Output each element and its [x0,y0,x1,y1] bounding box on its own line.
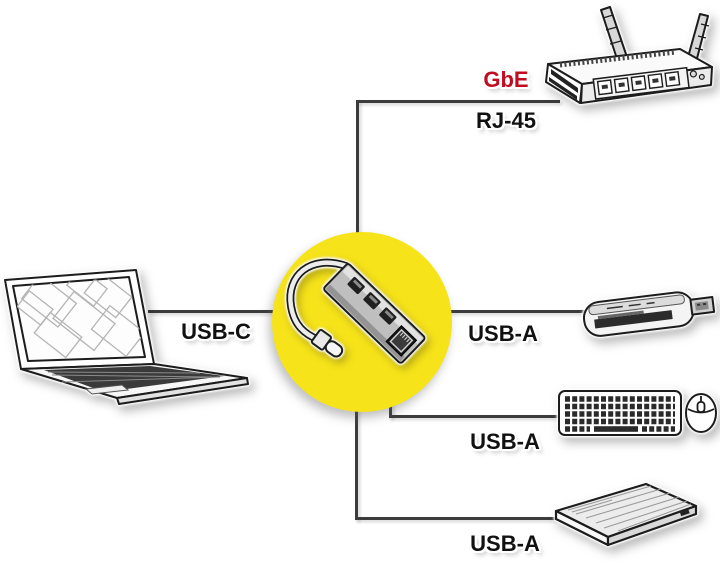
connector-usb-a-drive-horizontal-line [355,517,568,520]
gbe-label: GbE [483,67,529,92]
connector-rj45-vertical-line [356,100,359,322]
card-reader-icon [582,291,716,337]
hard-drive-icon [554,482,698,547]
connector-usb-a-drive-vertical-line [355,322,358,520]
connector-usb-a-keyboard-horizontal-line [389,415,572,418]
usb-a-keyboard-label: USB-A [470,429,540,454]
connector-rj45-horizontal-line [356,100,560,103]
usb-c-label: USB-C [181,319,251,344]
usb-c-hub-icon [286,258,426,364]
connector-usb-c-line [148,310,362,313]
usb-a-drive-label: USB-A [470,531,540,556]
usb-a-reader-label: USB-A [468,321,538,346]
connector-usb-a-reader-line [362,310,585,313]
laptop-icon [4,269,249,405]
rj45-label: RJ-45 [476,108,536,133]
wireless-router-icon [545,6,713,104]
keyboard-mouse-icon [558,390,717,436]
